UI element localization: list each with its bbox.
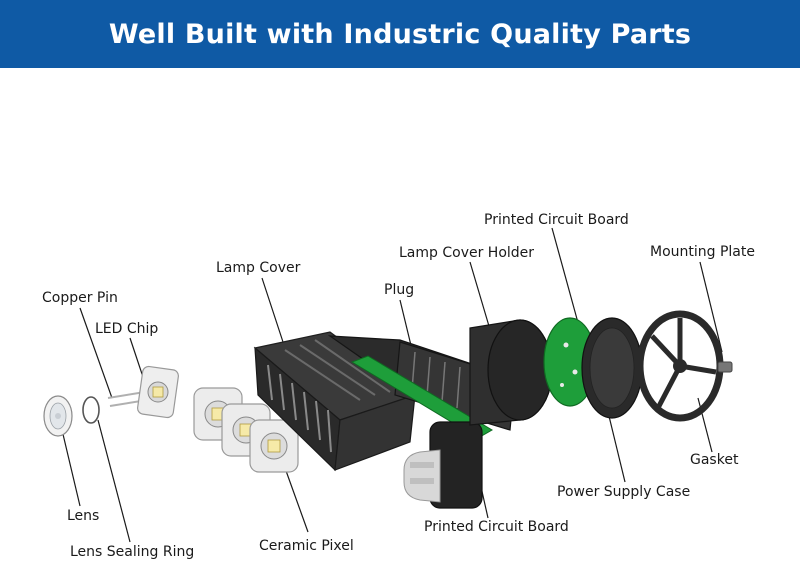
label-gasket: Gasket: [690, 452, 739, 468]
label-lens: Lens: [67, 508, 100, 524]
label-mounting-plate: Mounting Plate: [650, 244, 755, 260]
leader-ceramic-pixel: [284, 467, 309, 533]
leader-lens: [61, 429, 81, 507]
leader-lens-sealing-ring: [97, 419, 131, 543]
leader-pcb-top: [551, 227, 581, 331]
label-power-supply-case: Power Supply Case: [557, 484, 691, 500]
lens-part: [43, 395, 73, 437]
lens-sealing-ring-part: [82, 396, 100, 424]
label-copper-pin: Copper Pin: [42, 290, 118, 306]
leader-copper-pin: [79, 307, 113, 399]
leader-power-supply-case: [607, 411, 626, 483]
label-lamp-cover: Lamp Cover: [216, 260, 301, 276]
page-title: Well Built with Industric Quality Parts: [108, 18, 692, 50]
ceramic-pixel-part: [193, 387, 299, 473]
mounting-plate-part: [636, 310, 733, 422]
plug-part: [403, 421, 483, 509]
label-plug: Plug: [384, 282, 415, 298]
header-banner: Well Built with Industric Quality Parts: [0, 0, 800, 68]
label-lens-sealing-ring: Lens Sealing Ring: [70, 544, 195, 560]
housing-cylinder-part: [469, 319, 553, 426]
leader-lines: [61, 227, 723, 543]
lamp-cover-part: [253, 331, 417, 472]
power-supply-case-part: [581, 317, 643, 419]
label-lamp-cover-holder: Lamp Cover Holder: [399, 245, 535, 261]
label-led-chip: LED Chip: [95, 321, 159, 337]
leader-lamp-cover: [261, 277, 284, 343]
label-pcb-top: Printed Circuit Board: [484, 212, 629, 228]
label-ceramic-pixel: Ceramic Pixel: [259, 538, 354, 554]
pcb-bottom-part: [350, 355, 493, 439]
label-pcb-bottom: Printed Circuit Board: [424, 519, 569, 535]
led-chip-part: [137, 365, 179, 419]
leader-mounting-plate: [699, 261, 723, 353]
